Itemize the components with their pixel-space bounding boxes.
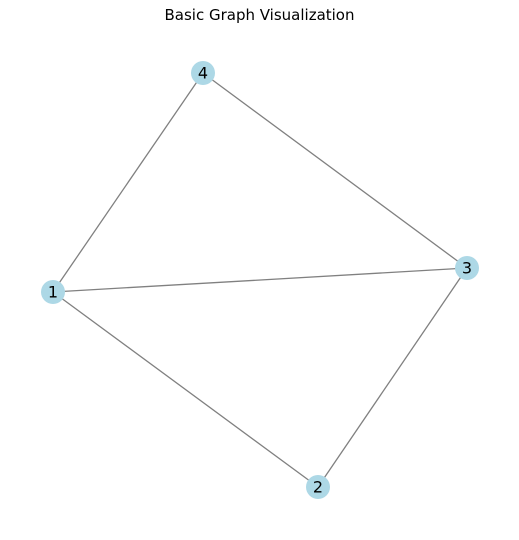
edge-3-2 bbox=[317, 267, 468, 488]
graph-title: Basic Graph Visualization bbox=[164, 6, 355, 24]
node-2: 2 bbox=[306, 475, 330, 499]
edge-1-2 bbox=[52, 291, 319, 488]
node-circle-4 bbox=[191, 61, 215, 85]
node-circle-1 bbox=[41, 280, 65, 304]
node-4: 4 bbox=[191, 61, 215, 85]
node-label-4: 4 bbox=[198, 64, 208, 83]
node-3: 3 bbox=[455, 256, 479, 280]
node-circle-2 bbox=[306, 475, 330, 499]
node-label-3: 3 bbox=[462, 259, 472, 278]
node-label-1: 1 bbox=[48, 283, 58, 302]
edge-4-3 bbox=[202, 72, 468, 269]
node-1: 1 bbox=[41, 280, 65, 304]
node-label-2: 2 bbox=[313, 478, 323, 497]
edge-1-4 bbox=[52, 72, 204, 293]
node-circle-3 bbox=[455, 256, 479, 280]
nodes-layer: 1 2 3 4 bbox=[41, 61, 479, 499]
edges-layer bbox=[52, 72, 468, 488]
edge-1-3 bbox=[52, 267, 468, 293]
